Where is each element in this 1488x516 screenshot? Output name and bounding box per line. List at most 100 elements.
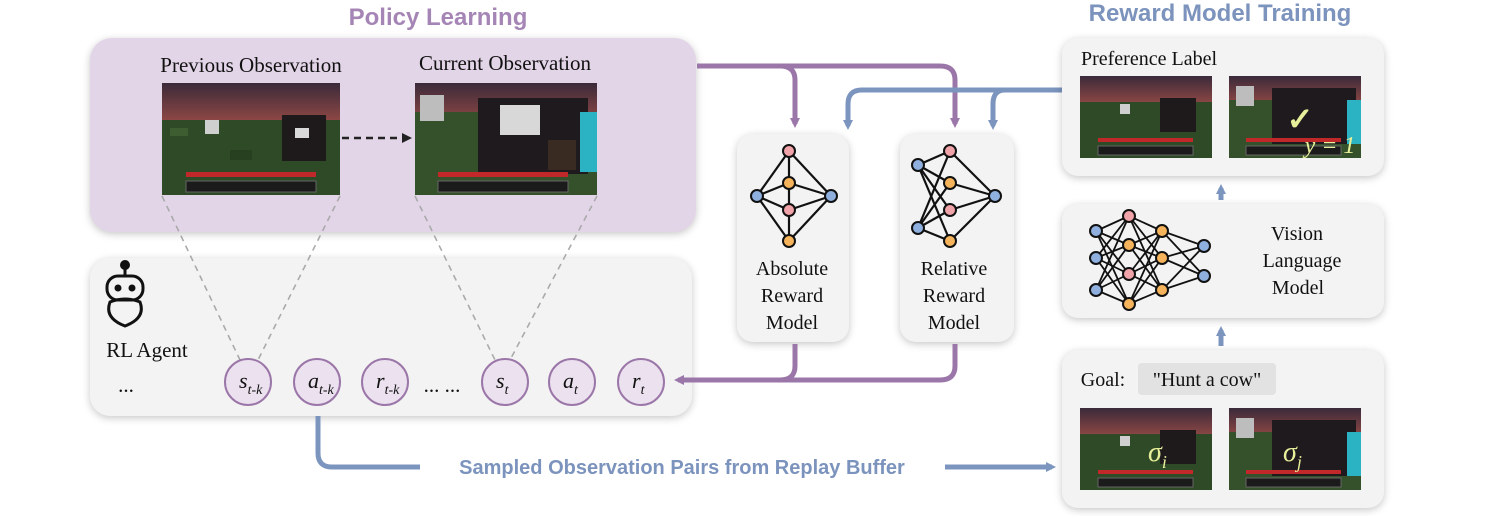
token-s-t: st [481,358,529,406]
network-edge [788,195,832,242]
token-label: at [563,368,579,398]
network-edge [1128,257,1163,305]
agent-ellipsis-mid: ... ... [424,373,461,397]
network-node [1197,239,1211,253]
network-edge [1161,245,1205,259]
network-node [782,234,796,248]
network-edge [1095,215,1130,259]
rl-agent-label: RL Agent [106,338,188,362]
preference-y-label: y = 1 [1303,133,1356,159]
network-edge [756,150,790,197]
goal-label: Goal: [1081,369,1125,391]
trajectory-tokens: st-k at-k rt-k st at rt [224,358,665,406]
vlm-line2: Language [1263,250,1342,272]
preference-image-right [1229,76,1361,158]
absolute-model-line3: Model [766,312,819,334]
token-label: rt-k [376,368,400,398]
network-node [1122,238,1136,252]
goal-text: "Hunt a cow" [1153,369,1262,391]
current-observation-label: Current Observation [419,51,592,75]
network-edge [949,150,996,197]
token-r-t-k: rt-k [361,358,409,406]
relative-model-line1: Relative [921,258,988,280]
network-edge [1128,230,1163,305]
token-label: at-k [308,368,335,398]
network-edge [917,182,951,229]
vlm-line3: Model [1272,277,1325,299]
previous-observation-image [162,83,340,195]
network-node [1089,283,1103,297]
network-node [1122,267,1136,281]
relative-model-line3: Model [928,312,981,334]
network-node [943,176,957,190]
robot-icon [105,260,145,328]
network-node [1197,269,1211,283]
network-edge [949,181,996,198]
network-edge [916,150,952,229]
network-edge [1161,230,1205,277]
goal-text-box [1138,363,1276,395]
absolute-reward-network-icon [750,144,838,248]
token-r-t: rt [617,358,665,406]
sigma-i-image [1080,408,1212,490]
network-node [943,234,957,248]
network-edge [788,150,832,197]
absolute-model-line2: Reward [761,285,823,307]
preference-label-title: Preference Label [1081,48,1217,70]
token-a-t-k: at-k [293,358,341,406]
token-label: rt [632,368,646,398]
vlm-network-icon [1089,209,1211,311]
network-node [1155,251,1169,265]
vlm-line1: Vision [1271,223,1323,245]
policy-learning-title: Policy Learning [349,4,528,31]
agent-ellipsis-left: ... [118,373,134,397]
token-a-t: at [548,358,596,406]
network-node [911,221,925,235]
token-label: st [496,368,510,398]
network-node [824,189,838,203]
network-edge [1095,215,1130,291]
previous-observation-label: Previous Observation [160,53,342,77]
network-edge [1161,275,1205,291]
relative-model-line2: Reward [923,285,985,307]
preference-to-reward-arrows [843,87,1062,130]
projection-lines [161,195,598,361]
network-node [1155,224,1169,238]
network-node [1089,224,1103,238]
token-label: st-k [239,368,263,398]
network-edge [788,194,832,212]
network-edge [1128,215,1163,259]
replay-buffer-label: Sampled Observation Pairs from Replay Bu… [459,457,905,479]
check-mark-icon: ✓ [1287,101,1314,137]
reward-model-training-title: Reward Model Training [1089,0,1352,27]
network-edge [949,195,996,242]
network-node [750,189,764,203]
network-edge [949,194,996,212]
network-edge [1161,230,1205,247]
network-node [1122,209,1136,223]
network-node [1089,251,1103,265]
network-edge [1128,230,1163,275]
network-node [988,189,1002,203]
reward-to-agent-arrows [674,344,958,385]
sigma-j-label: σj [1283,437,1302,472]
network-node [782,176,796,190]
network-edge [1161,245,1205,291]
network-node [911,158,925,172]
preference-image-left [1080,76,1212,158]
policy-to-reward-arrows [697,63,960,128]
replay-arrow-left [315,416,420,470]
sigma-i-label: σi [1148,437,1167,472]
network-node [943,144,957,158]
network-edge [756,195,790,242]
network-edge [916,164,952,242]
current-observation-image [415,83,597,195]
absolute-model-line1: Absolute [756,258,828,280]
network-node [1155,283,1169,297]
token-s-t-k: st-k [224,358,272,406]
network-node [782,203,796,217]
network-node [1122,297,1136,311]
relative-reward-network-icon [911,144,1002,248]
network-edge [1095,244,1130,291]
